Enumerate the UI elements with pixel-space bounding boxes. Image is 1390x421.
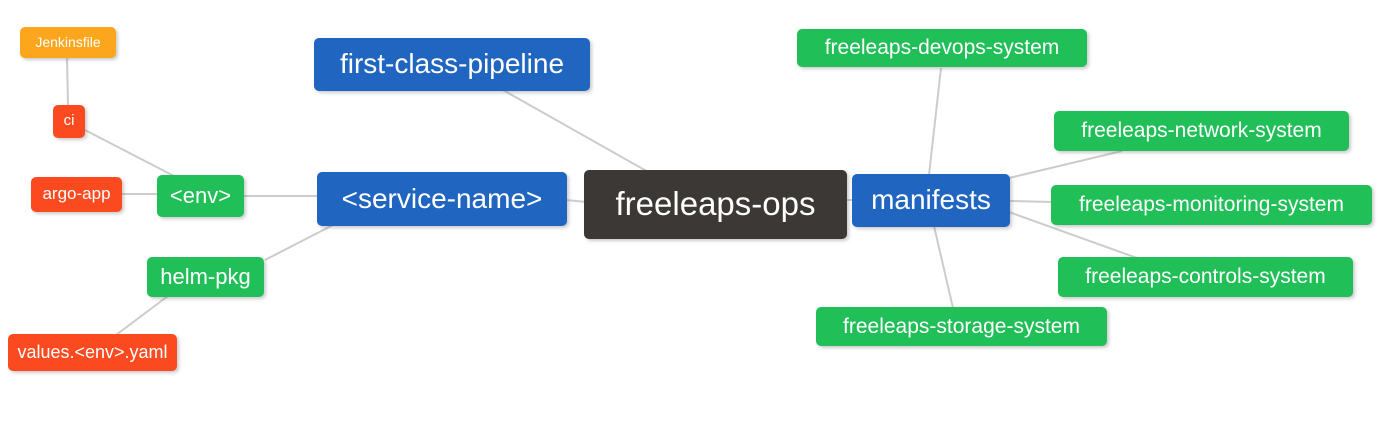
edge-manifests-controls — [1008, 211, 1138, 259]
node-env[interactable]: <env> — [157, 175, 244, 217]
edge-service-name-freeleaps-ops — [565, 199, 587, 203]
node-jenkinsfile[interactable]: Jenkinsfile — [20, 27, 116, 58]
node-freeleaps-storage-system[interactable]: freeleaps-storage-system — [816, 307, 1107, 346]
edge-jenkinsfile-ci — [66, 56, 69, 107]
node-argo-app[interactable]: argo-app — [31, 177, 122, 212]
node-freeleaps-devops-system[interactable]: freeleaps-devops-system — [797, 29, 1087, 67]
node-manifests[interactable]: manifests — [852, 174, 1010, 227]
edge-service-name-helm-pkg — [264, 224, 334, 261]
node-helm-pkg[interactable]: helm-pkg — [147, 257, 264, 297]
edge-manifests-devops — [928, 67, 942, 176]
edge-manifests-network — [1008, 150, 1123, 179]
node-freeleaps-controls-system[interactable]: freeleaps-controls-system — [1058, 257, 1353, 297]
edge-pipeline-freeleaps-ops — [502, 89, 651, 174]
edge-helm-pkg-values — [115, 295, 169, 336]
node-first-class-pipeline[interactable]: first-class-pipeline — [314, 38, 590, 91]
node-freeleaps-monitoring-system[interactable]: freeleaps-monitoring-system — [1051, 185, 1372, 225]
node-freeleaps-ops[interactable]: freeleaps-ops — [584, 170, 847, 239]
node-freeleaps-network-system[interactable]: freeleaps-network-system — [1054, 111, 1349, 151]
node-service-name[interactable]: <service-name> — [317, 172, 567, 226]
node-ci[interactable]: ci — [53, 105, 85, 138]
edge-manifests-storage — [933, 225, 954, 309]
edge-ci-env — [82, 128, 177, 178]
edge-manifests-monitoring — [1008, 200, 1054, 203]
node-values-env-yaml[interactable]: values.<env>.yaml — [8, 334, 177, 371]
